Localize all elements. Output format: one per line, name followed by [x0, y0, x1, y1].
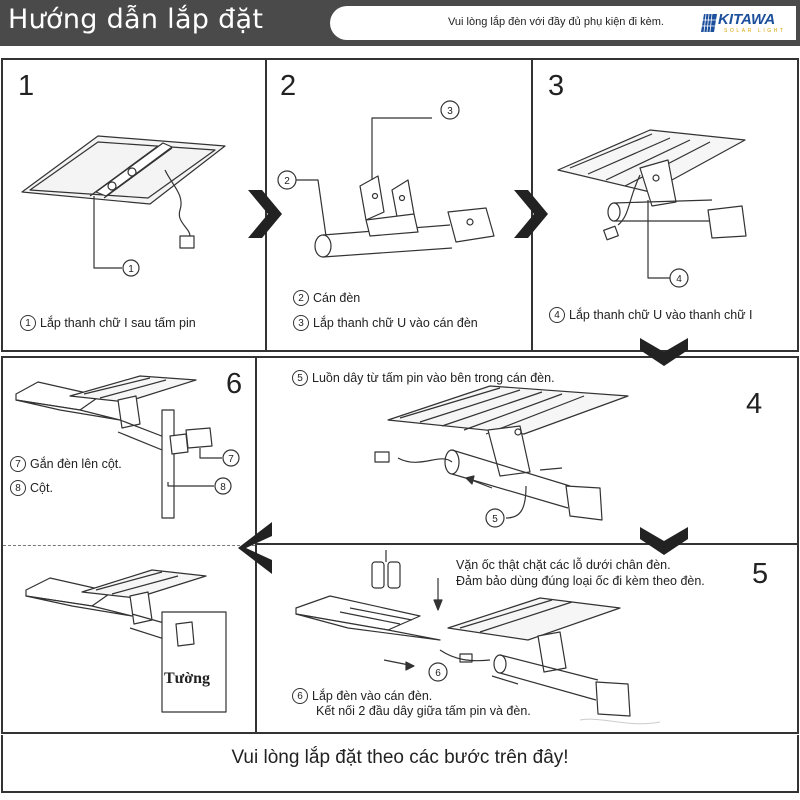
step2-callout2-number: 2 — [284, 176, 290, 187]
step4-caption-text: Luồn dây từ tấm pin vào bên trong cán đè… — [312, 371, 555, 385]
step6-callout7-number: 7 — [228, 454, 234, 465]
step6-wall-mount — [25, 569, 227, 713]
step2-callout3-circle — [440, 100, 460, 120]
arrow-right-1-2 — [248, 190, 282, 238]
step3-assembled — [557, 129, 747, 279]
arrow-down-3-4 — [640, 338, 688, 366]
brand-name: KITAWA — [718, 11, 776, 28]
step6-pole-mount — [15, 375, 222, 519]
footer-instruction: Vui lòng lắp đặt theo các bước trên đây! — [231, 747, 569, 768]
page-title: Hướng dẫn lắp đặt — [8, 4, 264, 35]
middle-frame — [1, 356, 799, 734]
step5-caption-text2: Kết nối 2 đầu dây giữa tấm pin và đèn. — [316, 704, 531, 718]
step5-caption-text: Lắp đèn vào cán đèn. — [312, 689, 433, 703]
step6-caption-pole: 8 Cột. — [10, 480, 53, 496]
step3-callout-circle — [669, 268, 689, 288]
step6-caption-pole-text: Cột. — [30, 481, 53, 495]
top-row-frame — [1, 58, 799, 352]
step-2-number: 2 — [280, 70, 297, 102]
step1-solar-panel — [21, 135, 226, 269]
solar-panel-logo-icon — [701, 13, 717, 33]
step2-caption-pole: 2 Cán đèn — [293, 290, 360, 306]
divider-left-right — [255, 356, 257, 734]
step5-caption: 6 Lắp đèn vào cán đèn. — [292, 688, 432, 704]
arrow-right-2-3 — [514, 190, 548, 238]
step5-fixture — [295, 550, 631, 717]
step2-caption-pole-mark: 2 — [293, 290, 309, 306]
dashed-divider-left — [3, 545, 255, 546]
arrow-down-4-5 — [640, 527, 688, 555]
step5-note-line2: Đảm bảo dùng đúng loại ốc đi kèm theo đè… — [456, 574, 705, 588]
step2-callout3-number: 3 — [447, 106, 453, 117]
step1-callout-number: 1 — [128, 264, 134, 275]
step4-caption: 5 Luồn dây từ tấm pin vào bên trong cán … — [292, 370, 555, 386]
step2-pole-bracket — [296, 117, 495, 258]
step3-caption: 4 Lắp thanh chữ U vào thanh chữ I — [549, 307, 753, 323]
step4-caption-mark: 5 — [292, 370, 308, 386]
step3-caption-mark: 4 — [549, 307, 565, 323]
step4-callout-number: 5 — [492, 514, 498, 525]
step6-callout8-circle — [214, 477, 232, 495]
step2-caption-ubar-mark: 3 — [293, 315, 309, 331]
step5-note-line1: Vặn ốc thật chặt các lỗ dưới chân đèn. — [456, 558, 671, 572]
step6-caption-pole-mark: 8 — [10, 480, 26, 496]
footer-frame — [1, 735, 799, 793]
divider-4-5 — [257, 543, 797, 545]
step6-callout8-number: 8 — [220, 482, 226, 493]
step4-wiring — [374, 385, 629, 521]
step5-callout-circle — [428, 662, 448, 682]
step2-caption-pole-text: Cán đèn — [313, 291, 361, 305]
step1-callout-circle — [122, 259, 140, 277]
header-info-pill: Vui lòng lắp đèn với đầy đủ phụ kiện đi … — [330, 6, 796, 40]
step2-caption-ubar: 3 Lắp thanh chữ U vào cán đèn — [293, 315, 478, 331]
step-4-number: 4 — [746, 388, 763, 420]
brand-logo: KITAWA SOLAR LIGHT — [700, 11, 796, 37]
step6-caption-mount-mark: 7 — [10, 456, 26, 472]
step4-callout-circle — [485, 508, 505, 528]
step6-callout7-circle — [222, 449, 240, 467]
step-6-number: 6 — [226, 368, 243, 400]
step3-callout-number: 4 — [676, 274, 682, 285]
step1-caption-text: Lắp thanh chữ I sau tấm pin — [40, 316, 196, 330]
arrow-left-5-6 — [238, 522, 272, 574]
header-bar: Hướng dẫn lắp đặt Vui lòng lắp đèn với đ… — [0, 0, 800, 46]
brand-tagline: SOLAR LIGHT — [724, 28, 786, 34]
header-note: Vui lòng lắp đèn với đầy đủ phụ kiện đi … — [448, 16, 664, 28]
step2-callout2-circle — [277, 170, 297, 190]
step-3-number: 3 — [548, 70, 565, 102]
wall-label: Tường — [164, 670, 211, 687]
step-5-number: 5 — [752, 558, 769, 590]
step1-caption-mark: 1 — [20, 315, 36, 331]
step5-callout-number: 6 — [435, 668, 441, 679]
step2-caption-ubar-text: Lắp thanh chữ U vào cán đèn — [313, 316, 478, 330]
step6-caption-mount: 7 Gắn đèn lên cột. — [10, 456, 122, 472]
step1-caption: 1 Lắp thanh chữ I sau tấm pin — [20, 315, 196, 331]
step6-caption-mount-text: Gắn đèn lên cột. — [30, 457, 122, 471]
step3-caption-text: Lắp thanh chữ U vào thanh chữ I — [569, 308, 753, 322]
step5-caption-mark: 6 — [292, 688, 308, 704]
step-1-number: 1 — [18, 70, 35, 102]
